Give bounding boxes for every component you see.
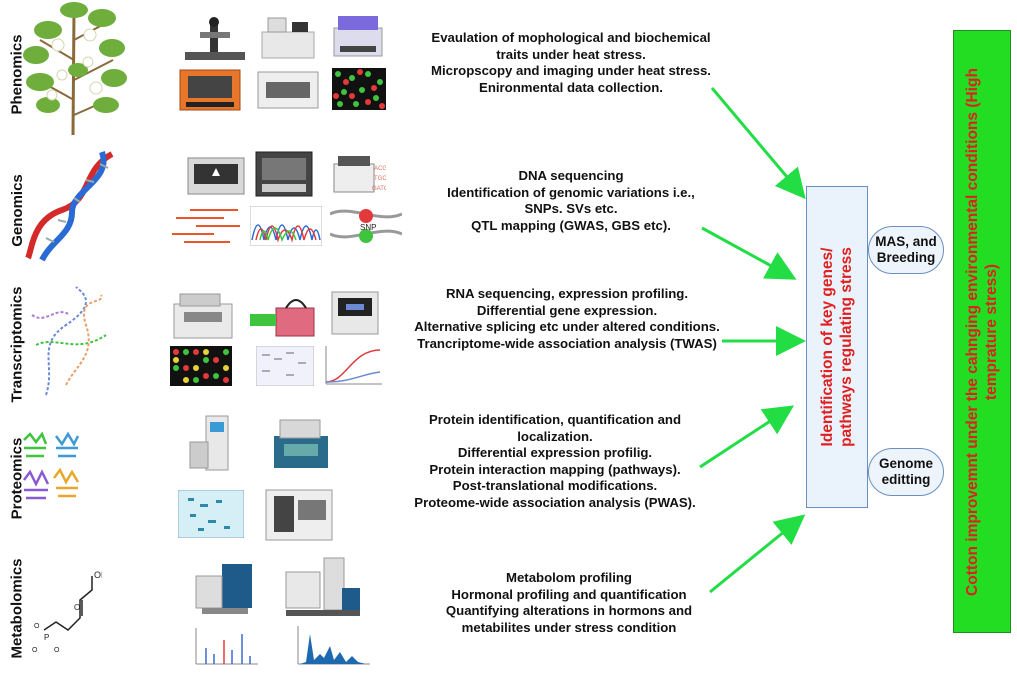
protein-structures-icon — [23, 432, 80, 500]
arrow-phenomics — [710, 87, 806, 200]
orbitrap-icon — [265, 489, 333, 541]
lc-system-icon — [285, 557, 360, 616]
transcriptomics-description: RNA sequencing, expression profiling.Dif… — [414, 286, 720, 351]
p-label: P — [44, 633, 49, 642]
dna-helix-icon — [25, 150, 114, 262]
mass-spectrometer-icon — [189, 415, 229, 471]
analyzer-icon — [333, 16, 383, 57]
svg-text:TGCA: TGCA — [374, 176, 386, 182]
scanner-icon — [257, 71, 319, 109]
svg-text:GATC: GATC — [372, 186, 386, 192]
key-genes-box: Identification of key genes/pathways reg… — [806, 186, 868, 508]
2d-gel-icon — [178, 490, 244, 538]
sequence-reads-icon — [172, 209, 240, 243]
mass-spectrum-icon — [297, 626, 370, 665]
gc-ms-icon — [195, 564, 252, 614]
oh-label: OH — [94, 570, 102, 580]
microscope-icon — [185, 17, 245, 60]
snp-icon: SNP — [330, 209, 402, 243]
thermocycler-icon — [331, 291, 379, 335]
imaging-station-icon — [261, 17, 315, 59]
cotton-plant-icon — [23, 2, 127, 135]
chromatogram-spectrum-icon — [195, 628, 258, 665]
arrow-proteomics — [699, 405, 795, 469]
snp-label: SNP — [360, 223, 376, 232]
sequencer-icon — [187, 157, 245, 195]
proteomics-description: Protein identification, quantification a… — [414, 412, 696, 510]
o-label-4: O — [54, 647, 60, 654]
electrophoresis-icon — [250, 299, 315, 337]
cotton-improvement-box: Cotton improvemnt under the cahnging env… — [953, 30, 1011, 633]
rna-strands-icon — [31, 286, 107, 396]
amplification-curve-icon — [325, 346, 382, 385]
microarray-icon — [170, 346, 232, 386]
o-label-2: O — [34, 623, 40, 630]
chemical-structure-icon: OH O P O O O — [32, 570, 102, 654]
gel-image-icon — [256, 346, 314, 386]
sequencer-2-icon — [255, 151, 313, 197]
arrow-metabolomics — [709, 514, 806, 594]
phenotyping-chamber-icon — [179, 69, 241, 111]
o-label-3: O — [32, 647, 38, 654]
rna-seq-machine-icon — [173, 293, 233, 339]
fluorescence-image-icon — [332, 68, 386, 110]
chromatogram-icon — [250, 206, 322, 246]
o-label-1: O — [74, 603, 80, 612]
arrow-genomics — [701, 226, 797, 280]
lc-ms-system-icon — [274, 419, 328, 468]
phenomics-description: Evaulation of mophological and biochemic… — [431, 30, 711, 95]
